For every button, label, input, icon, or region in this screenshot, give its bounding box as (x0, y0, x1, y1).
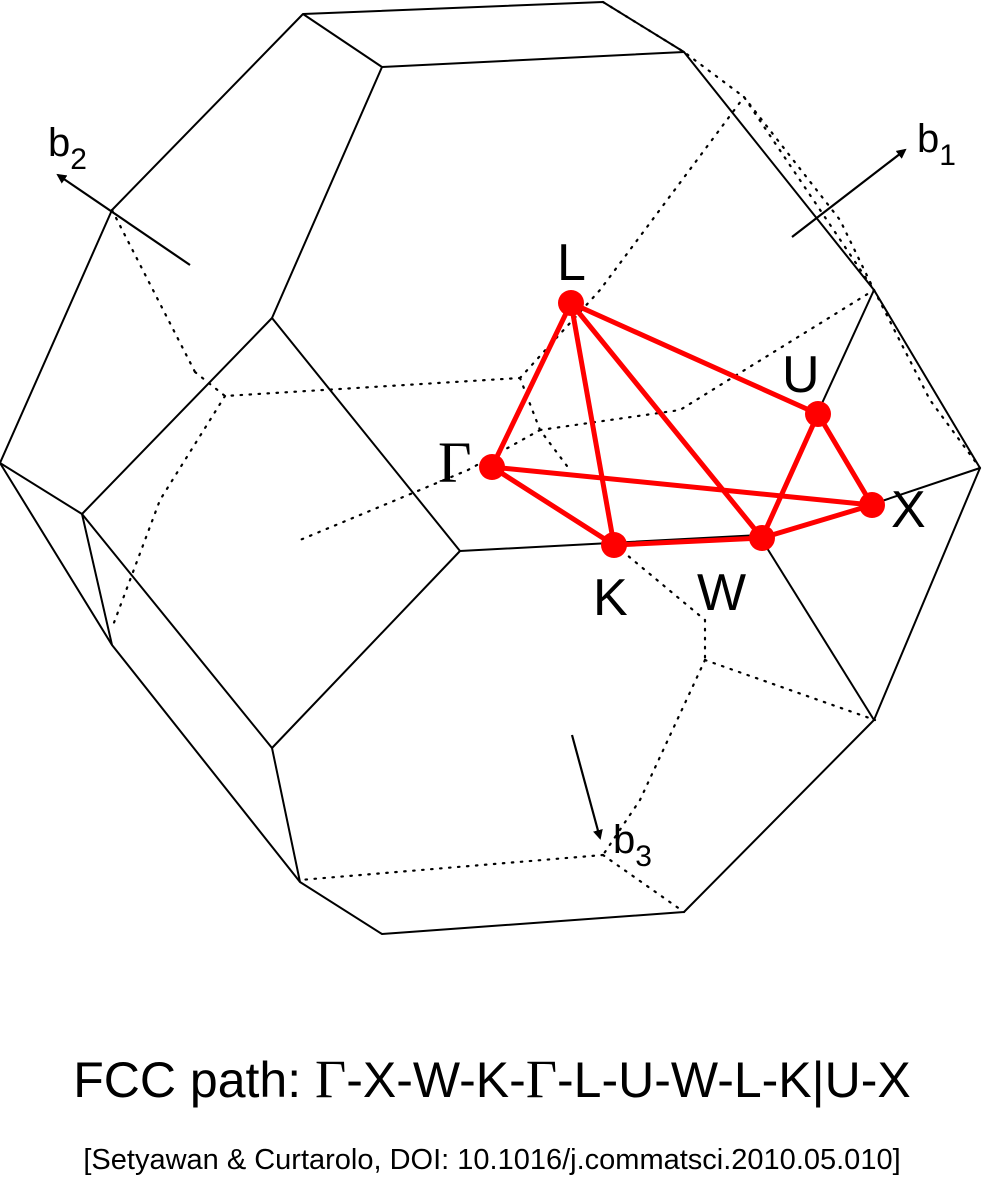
kpath-segment-U-X (815, 411, 875, 508)
kpoint-label-W: W (697, 564, 746, 622)
hidden-edges (110, 0, 982, 914)
kpoint-dot-W (749, 525, 775, 551)
caption-seq-2: -L-U-W-L-K|U-X (557, 1052, 911, 1108)
kpath-segment-K-Gamma (489, 464, 617, 548)
kpoint-label-Gamma: Γ (438, 430, 472, 495)
vector-b2-arrow (56, 173, 191, 266)
caption-seq-1: -X-W-K- (346, 1052, 526, 1108)
kpath-segment-X-W (759, 502, 875, 541)
kpoint-dot-K (601, 532, 627, 558)
kpath-segments (489, 300, 875, 548)
caption-gamma-1: Γ (315, 1049, 347, 1109)
kpoint-labels: L U Γ X K W (438, 234, 926, 627)
kpath-segment-Gamma-X (489, 464, 875, 508)
vector-b3-arrow (570, 734, 603, 840)
kpath-segment-W-K (611, 535, 765, 548)
kpoint-dot-X (859, 492, 885, 518)
vector-b1-arrow (791, 148, 907, 238)
kpath-segment-W-L (568, 300, 765, 541)
kpoint-label-X: X (891, 481, 926, 539)
citation: [Setyawan & Curtarolo, DOI: 10.1016/j.co… (83, 1144, 901, 1176)
path-caption: FCC path: Γ-X-W-K-Γ-L-U-W-L-K|U-X (0, 1049, 984, 1109)
vector-b1-label: b1 (917, 117, 956, 172)
kpoint-dot-L (558, 290, 584, 316)
kpath-segment-U-W (759, 411, 821, 541)
kpoint-dot-Gamma (479, 454, 505, 480)
vector-b2-label: b2 (48, 121, 87, 176)
kpath-segment-L-K (568, 300, 617, 548)
caption-gamma-2: Γ (525, 1049, 558, 1109)
kpoint-dot-U (805, 401, 831, 427)
kpoint-label-U: U (782, 346, 820, 404)
kpoint-label-K: K (593, 569, 628, 627)
kpoint-label-L: L (557, 234, 586, 292)
kpath-segment-Gamma-L (489, 300, 574, 470)
kpath-segment-L-U (568, 300, 821, 417)
kpath-points (479, 290, 885, 558)
reciprocal-vectors: b1 b2 b3 (48, 117, 956, 873)
caption-prefix: FCC path: (73, 1052, 315, 1108)
vector-b3-label: b3 (613, 818, 652, 873)
